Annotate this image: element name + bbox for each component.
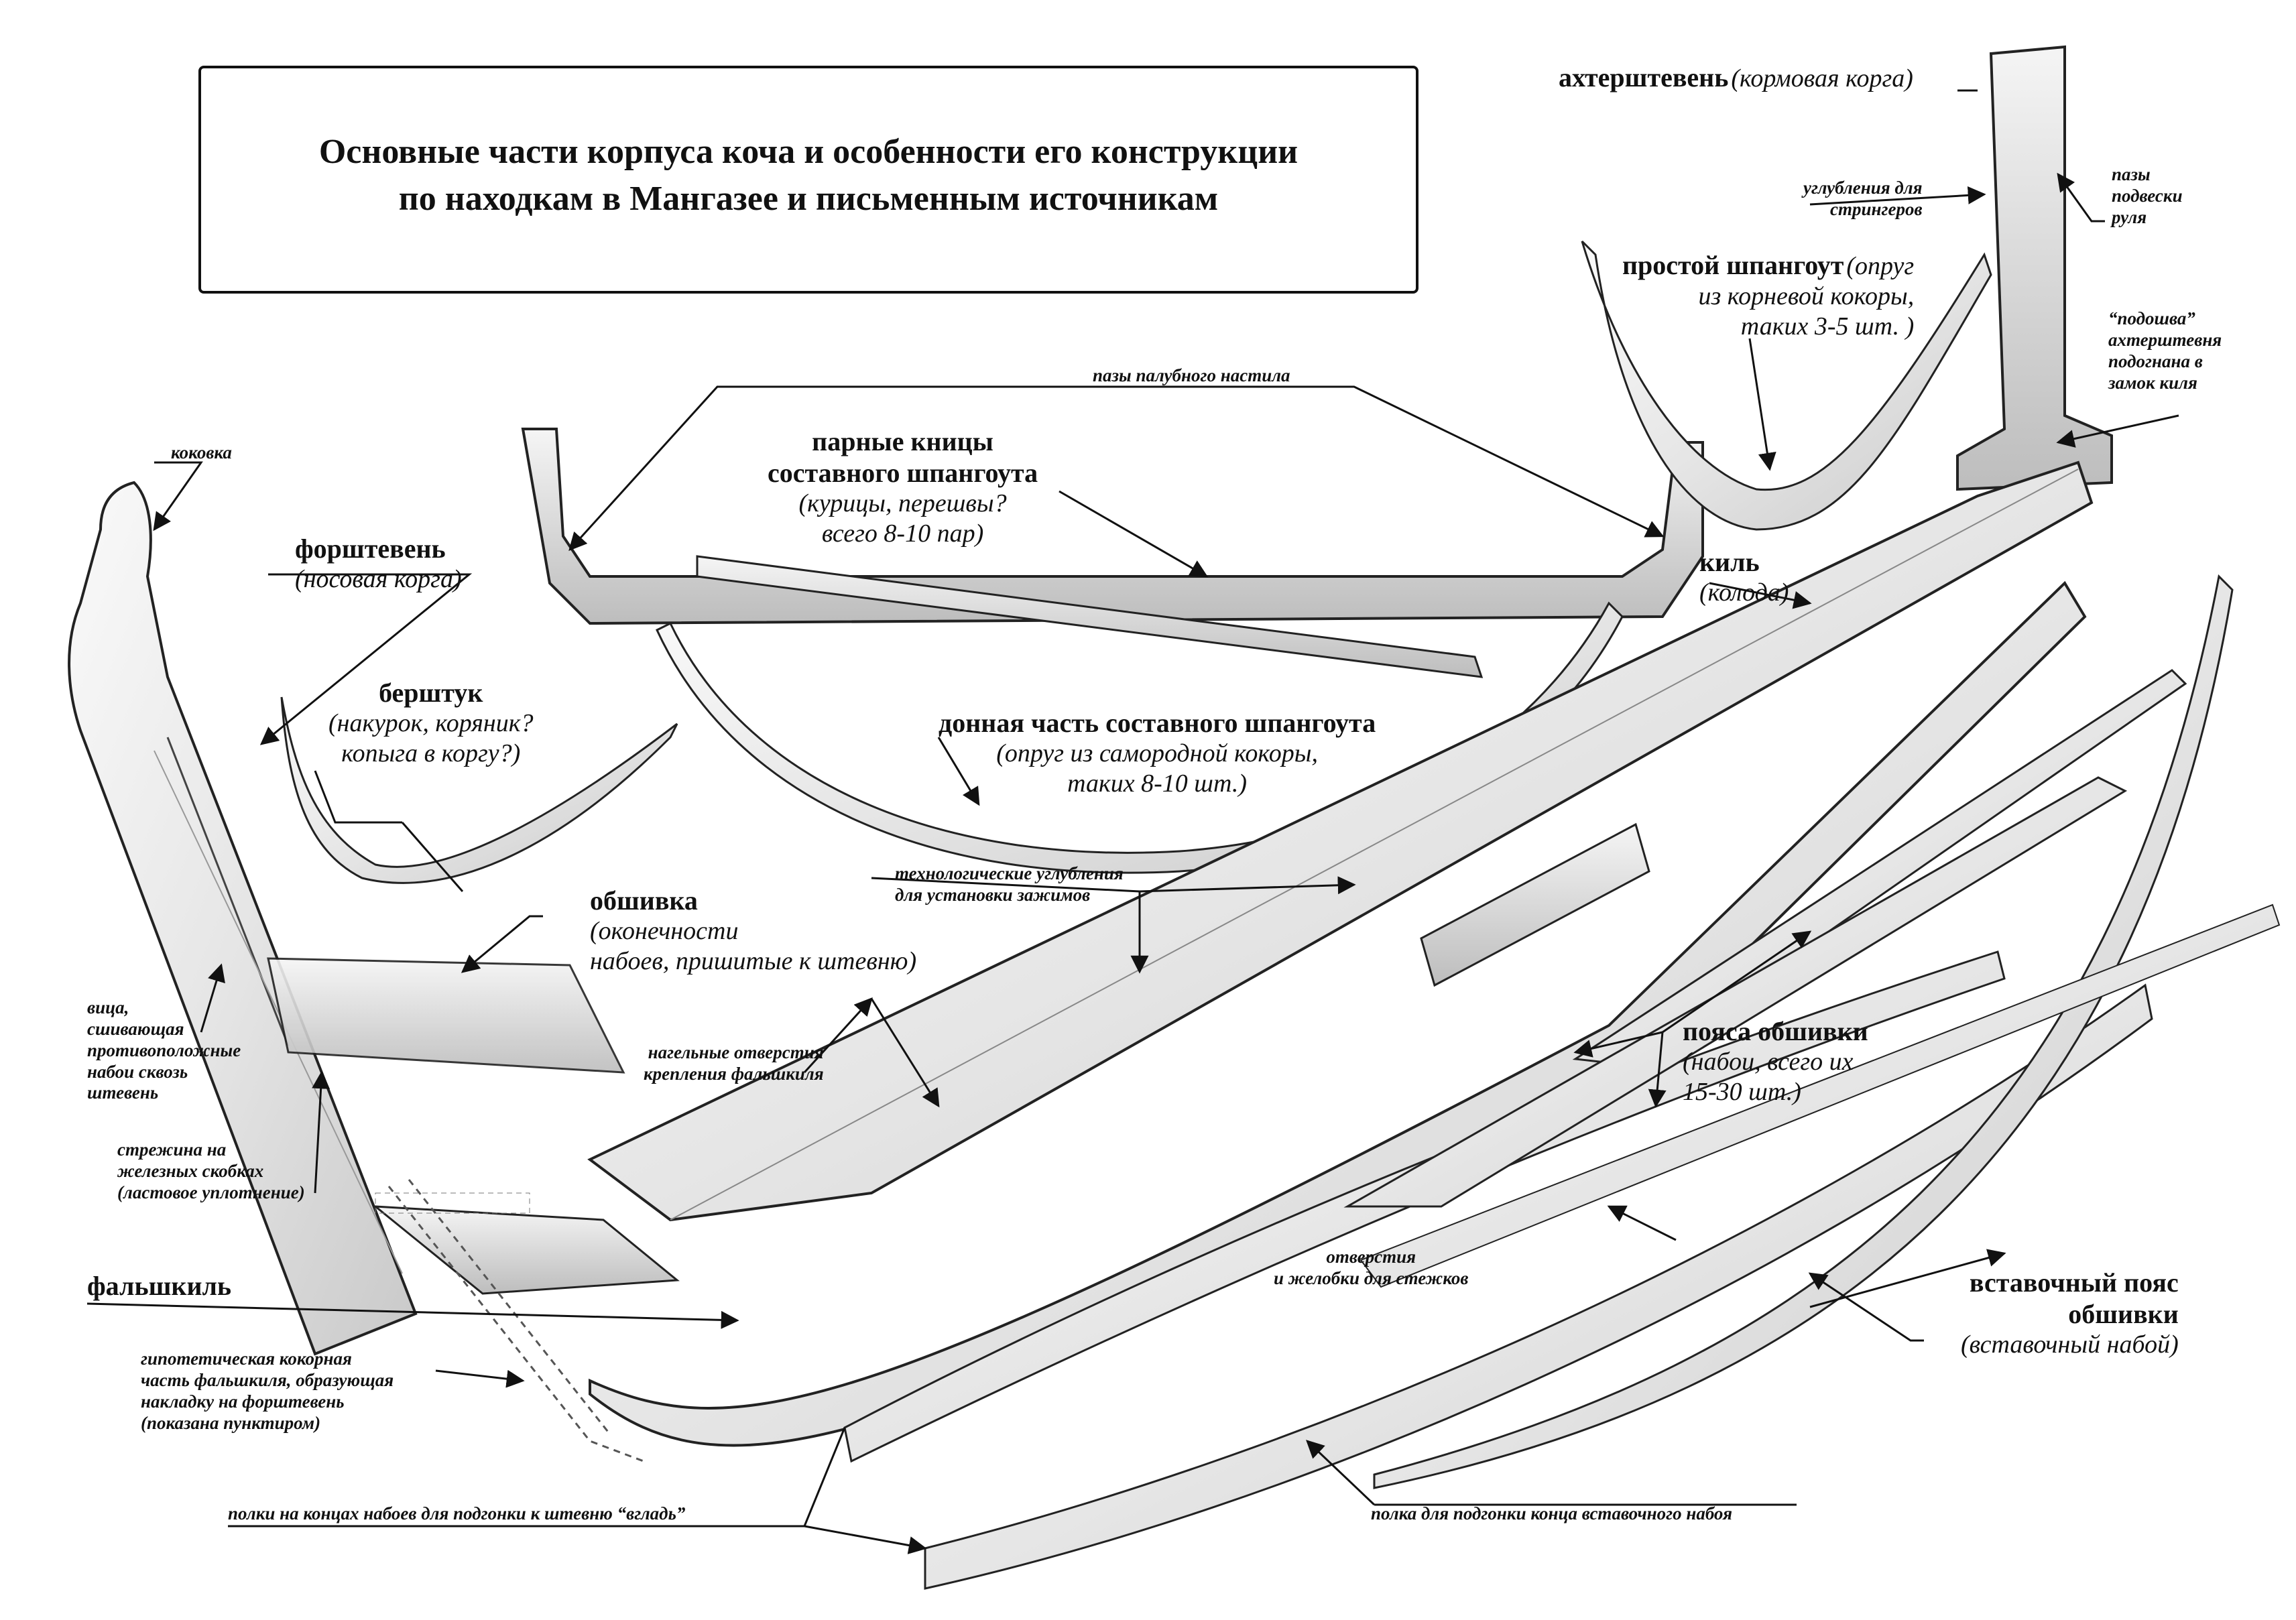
label-podoshva: “подошва” ахтерштевня подогнана в замок …	[2108, 308, 2222, 393]
poyasa-note-2: 15-30 шт.)	[1683, 1078, 1801, 1107]
hypothetical-line-3: накладку на форштевень	[141, 1391, 345, 1412]
label-pazy-rulya: пазы подвески руля	[2112, 164, 2183, 229]
label-tekh: технологические углубления для установки…	[895, 863, 1124, 906]
title-box: Основные части корпуса коча и особенност…	[198, 66, 1418, 294]
donnaya-note-2: таких 8-10 шт.)	[1067, 769, 1248, 798]
tekh-line-2: для установки зажимов	[895, 884, 1091, 905]
bershtuk-note-2: копыга в коргу?)	[341, 739, 521, 768]
hypothetical-line-1: гипотетическая кокорная	[141, 1349, 352, 1369]
pazy-rulya-line-2: подвески	[2112, 185, 2183, 206]
donnaya-name: донная часть составного шпангоута	[939, 708, 1376, 738]
strezhina-line-2: железных скобках	[117, 1160, 264, 1181]
label-polka-vstav: полка для подгонки конца вставочного наб…	[1371, 1503, 1732, 1523]
vitsa-line-1: вица,	[87, 997, 129, 1017]
kil-name: киль	[1699, 547, 1760, 577]
leader-lines	[86, 89, 2179, 1554]
title-line-1: Основные части корпуса коча и особенност…	[318, 133, 1298, 171]
obshivka-note-1: (оконечности	[590, 917, 739, 946]
hypothetical-line-4: (показана пунктиром)	[141, 1412, 321, 1433]
tekh-line-1: технологические углубления	[895, 863, 1124, 883]
poyasa-note-1: (набои, всего их	[1683, 1048, 1854, 1076]
uglubleniya-line-1: углубления для	[1803, 178, 1923, 198]
forshteven-name: форштевень	[295, 534, 446, 564]
akhtershteven-name: ахтерштевень	[1559, 62, 1729, 92]
knitsy-line-3: (курицы, перешвы?	[798, 489, 1007, 518]
label-hypothetical: гипотетическая кокорная часть фальшкиля,…	[141, 1349, 394, 1434]
vstavochny-line-2: обшивки	[2068, 1299, 2179, 1330]
uglubleniya-line-2: стрингеров	[1830, 198, 1923, 219]
strezhina-line-3: (ластовое уплотнение)	[117, 1182, 305, 1202]
label-kokovka: коковка	[171, 442, 232, 462]
label-bershtuk: берштук (накурок, коряник? копыга в корг…	[328, 677, 534, 769]
akhtershteven-note: (кормовая корга)	[1731, 64, 1913, 92]
label-kil: киль (колода)	[1699, 546, 1789, 608]
vitsa-line-3: противоположные	[87, 1040, 241, 1060]
podoshva-line-4: замок киля	[2108, 372, 2197, 393]
obshivka-note-2: набоев, пришитые к штевню)	[590, 947, 917, 976]
donnaya-note-1: (опруг из самородной кокоры,	[996, 739, 1318, 768]
label-akhtershteven: ахтерштевень (кормовая корга)	[1559, 62, 1913, 94]
label-prostoy: простой шпангоут (опруг из корневой коко…	[1622, 249, 1914, 341]
label-knitsy: парные кницы составного шпангоута (куриц…	[768, 426, 1038, 549]
label-paluba: пазы палубного настила	[1093, 365, 1290, 385]
label-vitsa: вица, сшивающая противоположные набои ск…	[87, 997, 241, 1104]
poyasa-name: пояса обшивки	[1683, 1016, 1868, 1046]
label-forshteven: форштевень (носовая корга)	[295, 533, 462, 595]
otverstiya-line-2: и желобки для стежков	[1274, 1267, 1469, 1288]
nagel-line-2: крепления фальшкиля	[644, 1063, 824, 1084]
label-poyasa: пояса обшивки (набои, всего их 15-30 шт.…	[1683, 1015, 1868, 1107]
kil-note: (колода)	[1699, 578, 1789, 607]
podoshva-line-3: подогнана в	[2108, 351, 2203, 371]
vstavochny-line-1: вставочный пояс	[1969, 1267, 2179, 1298]
prostoy-note-2: таких 3-5 шт. )	[1740, 312, 1915, 340]
obshivka-name: обшивка	[590, 885, 698, 916]
knitsy-line-2: составного шпангоута	[768, 458, 1038, 489]
false-keel	[589, 580, 2087, 1447]
keel	[587, 460, 2094, 1222]
title-line-2: по находкам в Мангазее и письменным исто…	[398, 180, 1219, 218]
label-strezhina: стрежина на железных скобках (ластовое у…	[117, 1139, 305, 1204]
label-falshkil: фальшкиль	[87, 1271, 232, 1301]
vitsa-line-2: сшивающая	[87, 1018, 184, 1039]
podoshva-line-2: ахтерштевня	[2108, 329, 2222, 350]
label-otverstiya: отверстия и желобки для стежков	[1274, 1247, 1469, 1290]
label-uglubleniya: углубления для стрингеров	[1803, 178, 1923, 221]
frame-knees	[521, 428, 1704, 678]
nagel-line-1: нагельные отверстия	[648, 1042, 824, 1062]
bershtuk-name: берштук	[379, 678, 483, 708]
knitsy-line-4: всего 8-10 пар)	[821, 519, 984, 548]
bershtuk-piece	[280, 696, 678, 884]
bershtuk-note-1: (накурок, коряник?	[328, 709, 534, 738]
knitsy-line-1: парные кницы	[812, 426, 993, 456]
label-donnaya: донная часть составного шпангоута (опруг…	[939, 707, 1376, 799]
vitsa-line-5: штевень	[87, 1082, 159, 1103]
forshteven-note: (носовая корга)	[295, 565, 462, 594]
strezhina-line-1: стрежина на	[117, 1139, 227, 1160]
vstavochny-note: (вставочный набой)	[1961, 1330, 2179, 1359]
label-polki: полки на концах набоев для подгонки к шт…	[228, 1503, 686, 1523]
podoshva-line-1: “подошва”	[2108, 308, 2195, 328]
vitsa-line-4: набои сквозь	[87, 1061, 188, 1082]
label-obshivka: обшивка (оконечности набоев, пришитые к …	[590, 885, 916, 977]
prostoy-name: простой шпангоут	[1622, 250, 1844, 280]
pazy-rulya-line-1: пазы	[2112, 164, 2151, 184]
label-vstavochny: вставочный пояс обшивки (вставочный набо…	[1961, 1267, 2179, 1360]
hypothetical-line-2: часть фальшкиля, образующая	[141, 1369, 394, 1390]
prostoy-note-1: из корневой кокоры,	[1698, 282, 1915, 310]
simple-frame	[1581, 240, 1992, 531]
otverstiya-line-1: отверстия	[1326, 1247, 1416, 1267]
stem-post	[68, 481, 680, 1462]
sternpost	[1956, 45, 2113, 491]
prostoy-note-0: (опруг	[1846, 252, 1915, 280]
hull-planks	[843, 574, 2281, 1590]
pazy-rulya-line-3: руля	[2112, 206, 2147, 227]
label-nagel: нагельные отверстия крепления фальшкиля	[644, 1042, 824, 1085]
